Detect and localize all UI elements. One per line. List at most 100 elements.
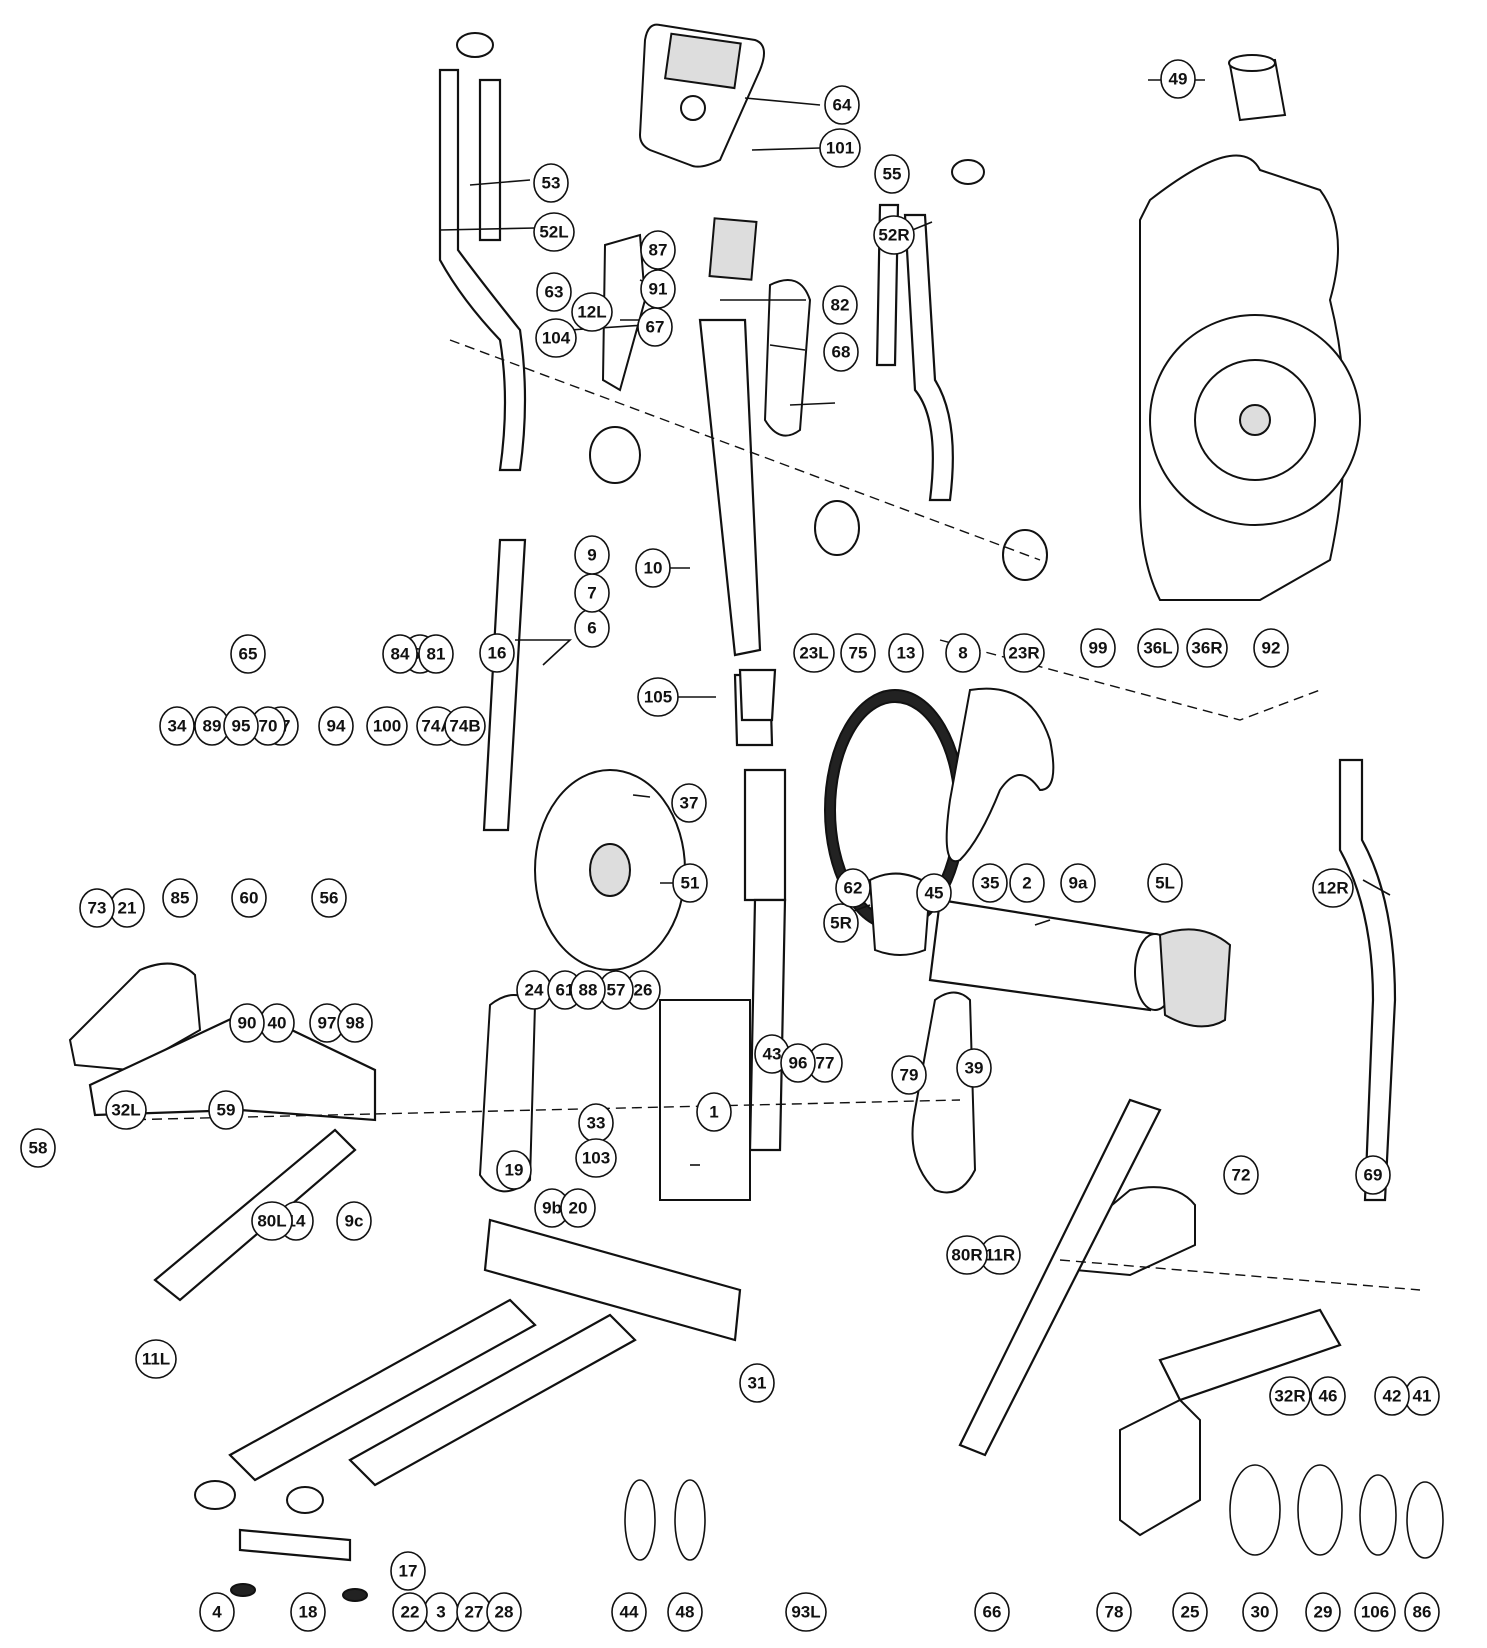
callout-79: 79 — [891, 1055, 927, 1095]
callout-65: 65 — [230, 634, 266, 674]
callout-circle — [671, 783, 707, 823]
callout-circle — [1374, 1376, 1410, 1416]
upper-handlebar-left — [438, 68, 527, 472]
callout-11l: 11L — [135, 1339, 177, 1379]
callout-text: 2 — [1022, 874, 1031, 893]
callout-text: 60 — [240, 889, 259, 908]
callout-circle — [667, 1592, 703, 1632]
callout-text: 90 — [238, 1014, 257, 1033]
callout-82: 82 — [822, 285, 858, 325]
callout-text: 11L — [142, 1350, 170, 1369]
callout-5l: 5L — [1147, 863, 1183, 903]
callout-text: 5L — [1155, 874, 1175, 893]
callout-circle — [611, 1592, 647, 1632]
callout-59: 59 — [208, 1090, 244, 1130]
callout-text: 80L — [257, 1212, 286, 1231]
callout-text: 24 — [525, 981, 544, 1000]
callout-circle — [819, 128, 861, 168]
callout-85: 85 — [162, 878, 198, 918]
callout-95: 95 — [223, 706, 259, 746]
callout-circle — [1186, 628, 1228, 668]
callout-25: 25 — [1172, 1592, 1208, 1632]
callout-6: 6 — [574, 608, 610, 648]
pedal-arm-right — [1158, 1308, 1342, 1402]
callout-text: 99 — [1089, 639, 1108, 658]
callout-circle — [336, 1201, 372, 1241]
callout-86: 86 — [1404, 1592, 1440, 1632]
callout-5r: 5R — [823, 903, 859, 943]
callout-52r: 52R — [873, 215, 915, 255]
callout-circle — [229, 1003, 265, 1043]
callout-text: 100 — [373, 717, 401, 736]
callout-text: 12R — [1317, 879, 1348, 898]
cable-48 — [674, 1479, 706, 1561]
callout-circle — [418, 634, 454, 674]
swing-arm-right — [958, 1098, 1162, 1457]
leveler-foot-left — [230, 1583, 256, 1597]
callout-text: 58 — [29, 1139, 48, 1158]
end-plug-right — [286, 1486, 324, 1514]
callout-text: 106 — [1361, 1603, 1389, 1622]
callout-text: 9c — [345, 1212, 364, 1231]
callout-37: 37 — [671, 783, 707, 823]
callout-23r: 23R — [1003, 633, 1045, 673]
callout-67: 67 — [637, 307, 673, 347]
callout-circle — [20, 1128, 56, 1168]
callout-circle — [105, 1090, 147, 1130]
drive-belt — [945, 687, 1055, 863]
callout-53: 53 — [533, 163, 569, 203]
assembly-axis-3 — [119, 1099, 961, 1121]
callout-text: 87 — [649, 241, 668, 260]
callout-circle — [318, 706, 354, 746]
callout-text: 57 — [607, 981, 626, 1000]
callout-87: 87 — [640, 230, 676, 270]
callout-text: 9b — [542, 1199, 562, 1218]
callout-36l: 36L — [1137, 628, 1179, 668]
callout-text: 62 — [844, 879, 863, 898]
callout-text: 3 — [436, 1603, 445, 1622]
lower-handlebar-left — [482, 538, 527, 832]
callout-81: 81 — [418, 634, 454, 674]
callout-73: 73 — [79, 888, 115, 928]
callout-circle — [79, 888, 115, 928]
callout-text: 1 — [709, 1103, 718, 1122]
callout-text: 8 — [958, 644, 967, 663]
callout-text: 6 — [587, 619, 596, 638]
callout-32r: 32R — [1269, 1376, 1311, 1416]
callout-text: 13 — [897, 644, 916, 663]
callout-circle — [1003, 633, 1045, 673]
callout-64: 64 — [824, 85, 860, 125]
callout-circle — [1305, 1592, 1341, 1632]
callout-circle — [199, 1592, 235, 1632]
callout-96: 96 — [780, 1043, 816, 1083]
callout-circle — [888, 633, 924, 673]
callout-3: 3 — [423, 1592, 459, 1632]
callout-circle — [822, 285, 858, 325]
callout-77: 77 — [807, 1043, 843, 1083]
callout-circle — [208, 1090, 244, 1130]
callout-text: 67 — [646, 318, 665, 337]
shroud-disk-hub — [1239, 404, 1271, 436]
callout-circle — [672, 863, 708, 903]
callout-circle — [486, 1592, 522, 1632]
callout-text: 33 — [587, 1114, 606, 1133]
callout-22: 22 — [392, 1592, 428, 1632]
callout-105: 105 — [637, 677, 679, 717]
callout-circle — [1137, 628, 1179, 668]
frame-column — [748, 898, 787, 1152]
callout-text: 20 — [569, 1199, 588, 1218]
callout-20: 20 — [560, 1188, 596, 1228]
callout-circle — [560, 1188, 596, 1228]
callout-text: 23L — [799, 644, 828, 663]
callout-circle — [159, 706, 195, 746]
callout-circle — [1310, 1376, 1346, 1416]
callout-text: 52R — [878, 226, 909, 245]
callout-circle — [1312, 868, 1354, 908]
callout-40: 40 — [259, 1003, 295, 1043]
callout-text: 80R — [951, 1246, 982, 1265]
callout-circle — [873, 215, 915, 255]
callout-text: 39 — [965, 1059, 984, 1078]
callout-12l: 12L — [571, 292, 613, 332]
callout-104: 104 — [535, 318, 577, 358]
callout-text: 10 — [644, 559, 663, 578]
